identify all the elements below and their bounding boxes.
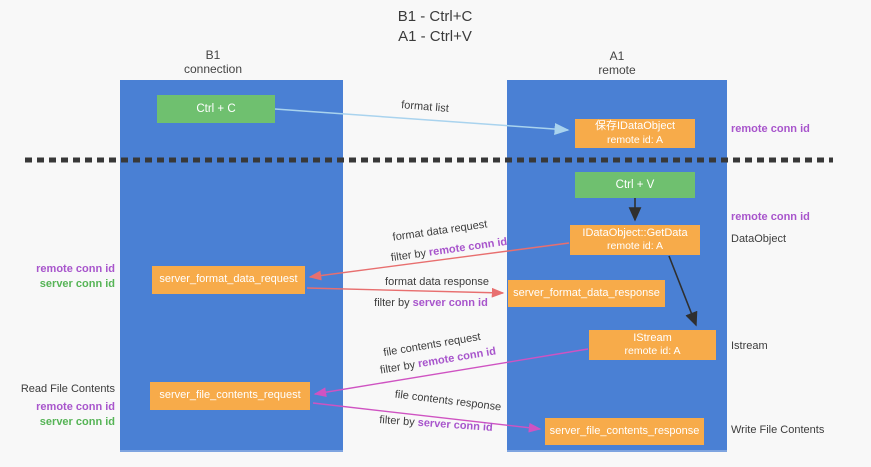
server-file-contents-request-label: server_file_contents_request [159,389,301,402]
lane-b1-subtitle: connection [183,62,243,76]
server-format-data-response-label: server_format_data_response [513,286,660,299]
node-ctrl-v: Ctrl + V [575,172,695,198]
side-label-remote-conn-id-top: remote conn id [731,123,810,135]
side-label-read-file-contents: Read File Contents [20,383,115,395]
side-label-left-remote-conn-1: remote conn id [36,263,115,275]
title-line-2: A1 - Ctrl+V [398,28,472,45]
edge-label-format-list: format list [400,99,450,115]
getdata-line2: remote id: A [606,240,664,253]
lane-header-b1: B1 connection [153,48,273,76]
istream-line2: remote id: A [624,345,681,358]
node-save-idataobject: 保存IDataObject remote id: A [575,119,695,148]
side-label-left-remote-conn-2: remote conn id [36,401,115,413]
lane-b1-name: B1 [205,48,221,62]
server-file-contents-response-label: server_file_contents_response [549,424,700,437]
lane-a1-name: A1 [609,49,625,63]
filter-by-server-highlight: server conn id [412,297,488,309]
filter-by-prefix: filter by [378,414,416,429]
edge-label-file-contents-response: file contents response [394,388,502,414]
side-label-remote-conn-id-mid: remote conn id [731,211,810,223]
ctrl-v-label: Ctrl + V [615,178,655,191]
node-istream: IStream remote id: A [589,330,716,360]
node-idataobject-getdata: IDataObject::GetData remote id: A [570,225,700,255]
lane-header-a1: A1 remote [557,49,677,77]
server-format-data-request-label: server_format_data_request [159,273,298,286]
side-label-write-file-contents: Write File Contents [731,424,825,436]
side-label-dataobject: DataObject [731,233,787,245]
filter-by-server-highlight: server conn id [417,416,494,434]
istream-line1: IStream [633,331,672,344]
side-label-istream: Istream [731,340,768,352]
title-line-1: B1 - Ctrl+C [397,8,473,25]
node-server-format-data-request: server_format_data_request [152,266,305,294]
node-ctrl-c: Ctrl + C [157,95,275,123]
lane-a1-subtitle: remote [598,63,636,77]
filter-by-prefix: filter by [374,297,410,309]
save-idataobject-line1: 保存IDataObject [594,120,676,133]
side-label-left-server-conn-2: server conn id [39,416,115,428]
save-idataobject-line2: remote id: A [606,133,664,146]
getdata-line1: IDataObject::GetData [582,226,688,239]
ctrl-c-label: Ctrl + C [196,102,236,115]
filter-by-prefix: filter by [390,247,427,265]
side-label-left-server-conn-1: server conn id [39,278,115,290]
filter-by-remote-highlight: remote conn id [428,235,508,259]
node-server-format-data-response: server_format_data_response [508,280,665,307]
diagram-title: B1 - Ctrl+C A1 - Ctrl+V [330,7,540,47]
filter-by-prefix: filter by [379,358,417,377]
node-server-file-contents-response: server_file_contents_response [545,418,704,445]
node-server-file-contents-request: server_file_contents_request [150,382,310,410]
edge-label-format-data-response: format data response [385,276,489,288]
